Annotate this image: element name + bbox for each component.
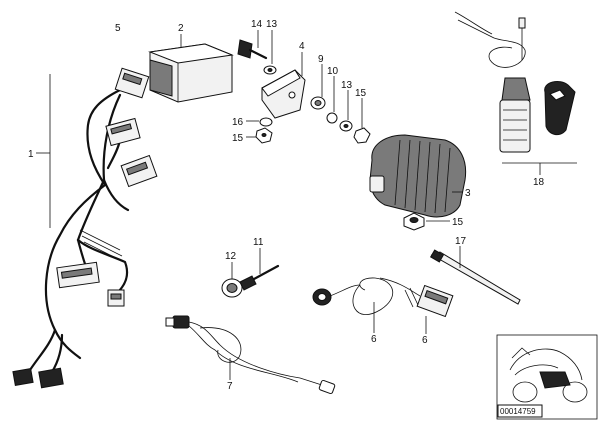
- callout-4: 4: [299, 41, 305, 52]
- sensor-and-fob: [454, 11, 577, 175]
- screw: [239, 248, 280, 291]
- callout-6b: 6: [422, 335, 428, 346]
- harness-connector-mid: [105, 117, 141, 147]
- harness-connector-block: [56, 261, 100, 289]
- hardware-row: [310, 64, 371, 144]
- mounting-bracket: [261, 52, 306, 119]
- callout-13b: 13: [341, 80, 353, 91]
- callout-16: 16: [232, 117, 244, 128]
- cable-tie: [429, 246, 521, 305]
- callout-7: 7: [227, 381, 233, 392]
- reference-thumbnail: 00014759: [496, 334, 598, 420]
- lead-cable: [165, 315, 336, 395]
- callout-14: 14: [251, 19, 263, 30]
- callout-6a: 6: [371, 334, 377, 345]
- bolt-and-washer: [237, 30, 277, 75]
- callout-9: 9: [318, 54, 324, 65]
- callout-18: 18: [533, 177, 545, 188]
- callout-15c: 15: [452, 217, 464, 228]
- harness-connector-plug: [120, 154, 158, 188]
- harness-connector-bottom-left: [12, 367, 64, 389]
- loose-nut: [403, 212, 450, 231]
- callout-13a: 13: [266, 19, 278, 30]
- control-unit: [148, 34, 234, 103]
- callout-5: 5: [115, 23, 121, 34]
- callout-2: 2: [178, 23, 184, 34]
- callout-10: 10: [327, 66, 339, 77]
- finned-housing: [369, 134, 467, 218]
- callout-11: 11: [253, 237, 264, 248]
- callout-1: 1: [28, 149, 34, 160]
- callout-12: 12: [225, 251, 237, 262]
- callout-3: 3: [465, 188, 471, 199]
- reference-number: 00014759: [500, 407, 536, 416]
- callout-labels: 1 2 3 4 5 6 6 7 9 10 11 12 13 13 14 15 1…: [28, 19, 545, 392]
- socket-cable: [312, 277, 454, 334]
- nut-and-washer: [246, 117, 273, 144]
- grommet: [221, 262, 243, 298]
- harness-connector-top: [114, 67, 150, 99]
- callout-17: 17: [455, 236, 467, 247]
- callout-15b: 15: [232, 133, 244, 144]
- callout-15a: 15: [355, 88, 367, 99]
- wiring-harness: [12, 67, 158, 389]
- harness-connector-small: [107, 289, 125, 307]
